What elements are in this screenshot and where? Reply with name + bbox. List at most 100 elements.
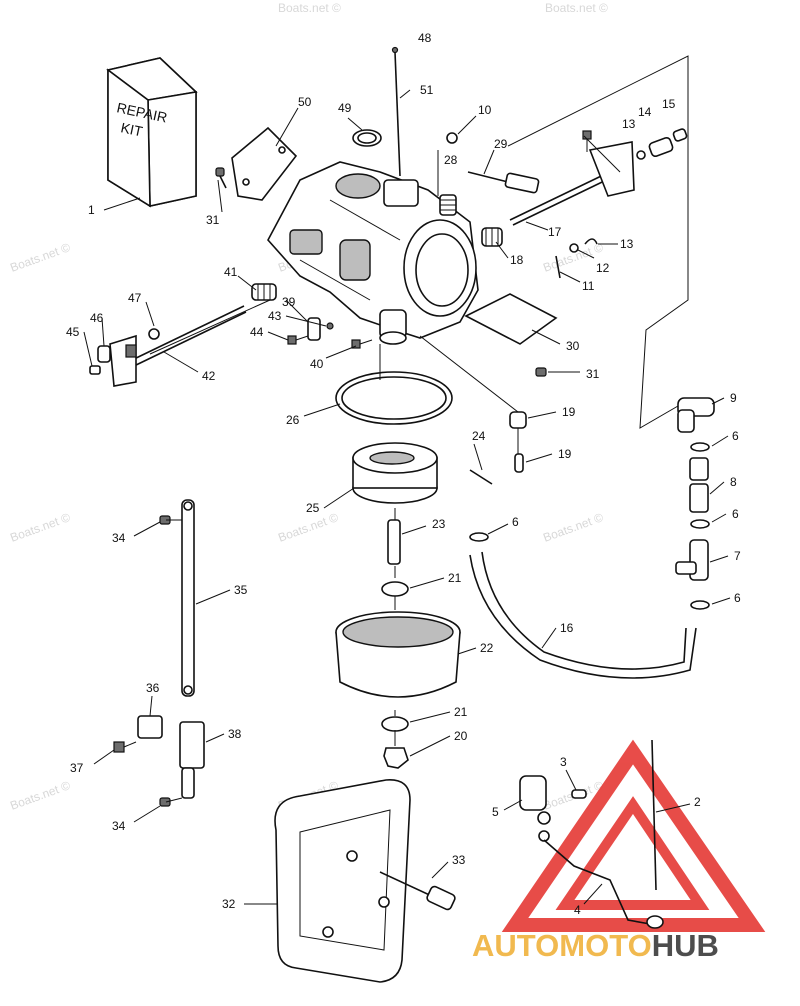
- screw-44: [287, 335, 309, 345]
- screw-15: [672, 128, 688, 142]
- link-4-end: [646, 915, 664, 929]
- callout-label: 14: [638, 105, 652, 119]
- callout-label: 1: [88, 203, 95, 217]
- callout-label: 6: [512, 515, 519, 529]
- callout-label: 48: [418, 31, 432, 45]
- link-4: [543, 839, 651, 925]
- screw-31-right: [535, 367, 547, 377]
- callout-label: 6: [732, 429, 739, 443]
- callout-label: 43: [268, 309, 282, 323]
- logo-text: AUTOMOTOHUB: [472, 928, 719, 963]
- callout-label: 3: [560, 755, 567, 769]
- repair-kit-label-line2: KIT: [119, 119, 144, 139]
- watermark: Boats.net ©: [8, 510, 72, 545]
- rod-51: [394, 51, 401, 177]
- bracket-39: [307, 317, 321, 341]
- callout-label: 51: [420, 83, 434, 97]
- callout-label: 10: [478, 103, 492, 117]
- callout-label: 36: [146, 681, 160, 695]
- callout-label: 23: [432, 517, 446, 531]
- hose-segment: [689, 457, 709, 481]
- rod-51-tip: [391, 46, 399, 54]
- callout-label: 26: [286, 413, 300, 427]
- watermark: Boats.net ©: [541, 510, 605, 545]
- callout-label: 6: [734, 591, 741, 605]
- callout-label: 30: [566, 339, 580, 353]
- callout-label: 35: [234, 583, 248, 597]
- lever-arm-42: [109, 305, 247, 387]
- rod-2: [651, 739, 657, 891]
- screw-45: [89, 365, 101, 375]
- callout-label: 32: [222, 897, 236, 911]
- washer-12: [569, 243, 579, 253]
- fuel-hose-16: [469, 554, 697, 679]
- jet-23: [387, 519, 401, 565]
- clamp-6d: [469, 532, 489, 542]
- o-ring-49-inner: [357, 132, 377, 144]
- screw-29: [467, 171, 540, 194]
- callout-label: 8: [730, 475, 737, 489]
- callouts: 48 51 50 49 10 29 28 13 14 15 1 31 17 18…: [66, 31, 741, 917]
- watermark: Boats.net ©: [278, 1, 341, 15]
- pin-11: [555, 255, 561, 279]
- callout-label: 21: [454, 705, 468, 719]
- callout-label: 9: [730, 391, 737, 405]
- callout-label: 24: [472, 429, 486, 443]
- callout-label: 7: [734, 549, 741, 563]
- screw-31: [215, 167, 227, 189]
- nut-47: [148, 328, 160, 340]
- washer-43: [326, 322, 334, 330]
- screw-33: [379, 871, 456, 911]
- callout-label: 4: [574, 903, 581, 917]
- callout-label: 46: [90, 311, 104, 325]
- drain-plug-20: [383, 747, 409, 769]
- logo-text-hub: HUB: [652, 928, 719, 963]
- washer-21: [381, 581, 409, 597]
- fitting-19: [509, 411, 527, 429]
- callout-label: 5: [492, 805, 499, 819]
- clamp-6b: [690, 519, 710, 529]
- leader-lines: [83, 89, 731, 905]
- callout-label: 38: [228, 727, 242, 741]
- logo-triangle-outer: [501, 739, 766, 932]
- elbow-fitting-9: [677, 397, 715, 433]
- clip-36: [137, 715, 163, 739]
- clip-13: [584, 238, 598, 245]
- watermark: Boats.net ©: [8, 240, 72, 275]
- throttle-shaft-17: [509, 141, 635, 226]
- callout-label: 34: [112, 531, 126, 545]
- callout-label: 40: [310, 357, 324, 371]
- gasket-26-inner: [341, 376, 447, 420]
- carburetor-body: [267, 161, 479, 345]
- callout-label: 16: [560, 621, 574, 635]
- screw-37: [113, 741, 137, 753]
- callout-label: 49: [338, 101, 352, 115]
- callout-label: 19: [558, 447, 572, 461]
- callout-label: 12: [596, 261, 610, 275]
- bracket-5: [519, 775, 551, 842]
- pin-3: [571, 789, 587, 799]
- clamp-6: [690, 442, 710, 452]
- callout-label: 2: [694, 795, 701, 809]
- sleeve-14: [648, 136, 674, 158]
- washer-13: [636, 150, 646, 160]
- callout-label: 21: [448, 571, 462, 585]
- watermark: Boats.net ©: [545, 1, 608, 15]
- washer-21-lower: [381, 716, 409, 732]
- needle-19: [514, 453, 524, 473]
- gasket-30: [464, 293, 558, 345]
- callout-label: 25: [306, 501, 320, 515]
- callout-label: 33: [452, 853, 466, 867]
- screw-40: [351, 339, 373, 349]
- gasket-plate: [231, 126, 298, 201]
- tee-fitting-7: [675, 539, 709, 581]
- hose-8: [689, 483, 709, 513]
- bracket-38: [179, 721, 205, 799]
- callout-label: 37: [70, 761, 84, 775]
- callout-label: 50: [298, 95, 312, 109]
- screw-34-bottom: [159, 797, 171, 807]
- logo-text-automoto: AUTOMOTO: [472, 928, 652, 963]
- logo-triangle-inner: [555, 796, 710, 910]
- fuel-hose-16-edge: [481, 551, 687, 670]
